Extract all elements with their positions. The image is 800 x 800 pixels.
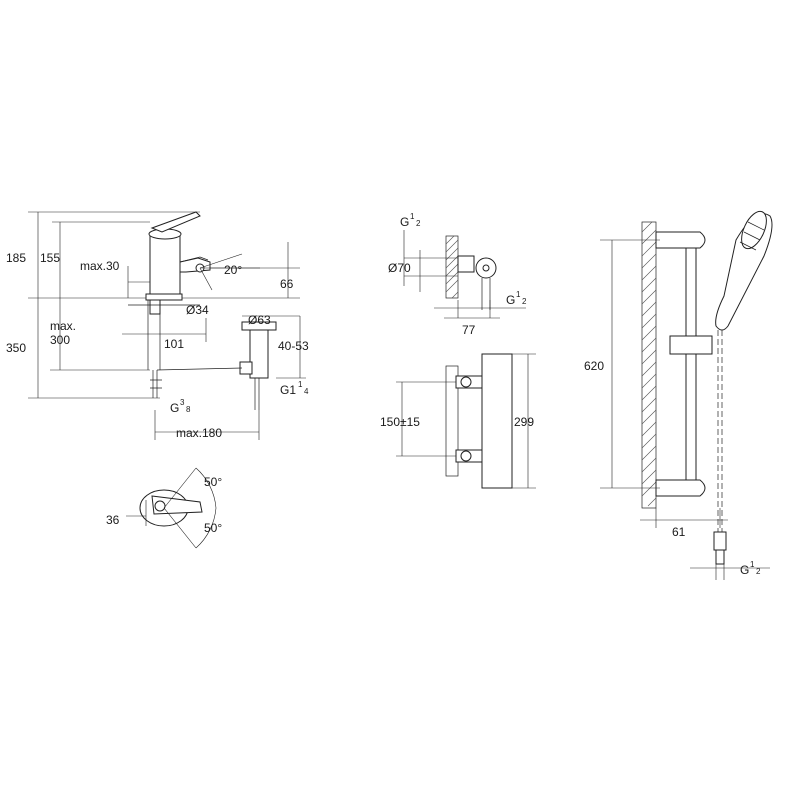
drain-g-sup: 1 (298, 380, 303, 389)
shower-thermostat-drawing: G 1 2 Ø70 G 1 2 77 150±15 299 (380, 212, 536, 489)
dim-300: 300 (50, 333, 70, 347)
rail-offset-61: 61 (672, 525, 686, 539)
thermo-inlet-sub: 2 (416, 219, 421, 228)
thermo-outlet-sub: 2 (522, 297, 527, 306)
hose-g: G (740, 563, 749, 577)
dim-diameter-63: Ø63 (248, 313, 271, 327)
dim-diameter-34: Ø34 (186, 303, 209, 317)
dim-155: 155 (40, 251, 60, 265)
rail-length-620: 620 (584, 359, 604, 373)
lever-angle-top: 50° (204, 475, 222, 489)
thermo-depth-77: 77 (462, 323, 476, 337)
conn-g-sub: 8 (186, 405, 191, 414)
dim-101: 101 (164, 337, 184, 351)
dim-max-label: max. (50, 319, 76, 333)
conn-g-label: G (170, 401, 179, 415)
hose-sub: 2 (756, 567, 761, 576)
thermo-diameter-70: Ø70 (388, 261, 411, 275)
thermo-inlet-g: G (400, 215, 409, 229)
thermo-outlet-g: G (506, 293, 515, 307)
dim-40-53: 40-53 (278, 339, 309, 353)
thermo-centres: 150±15 (380, 415, 420, 429)
shower-rail-drawing: 620 61 G 1 2 (584, 210, 773, 580)
thermo-height-299: 299 (514, 415, 534, 429)
drain-g-sub: 4 (304, 387, 309, 396)
thermo-outlet-sup: 1 (516, 290, 521, 299)
drain-g-label: G1 (280, 383, 296, 397)
lever-angle-bottom: 50° (204, 521, 222, 535)
dim-66: 66 (280, 277, 294, 291)
conn-g-sup: 3 (180, 398, 185, 407)
dim-max30: max.30 (80, 259, 120, 273)
lever-top-view: 50° 50° 36 (106, 467, 222, 549)
basin-mixer-drawing: 185 155 max.30 20° 66 Ø34 Ø63 40-53 101 … (6, 211, 309, 440)
dim-350: 350 (6, 341, 26, 355)
thermo-inlet-sup: 1 (410, 212, 415, 221)
dim-max180: max.180 (176, 426, 222, 440)
lever-width-36: 36 (106, 513, 120, 527)
dim-angle-20: 20° (224, 263, 242, 277)
dim-185: 185 (6, 251, 26, 265)
hose-sup: 1 (750, 560, 755, 569)
